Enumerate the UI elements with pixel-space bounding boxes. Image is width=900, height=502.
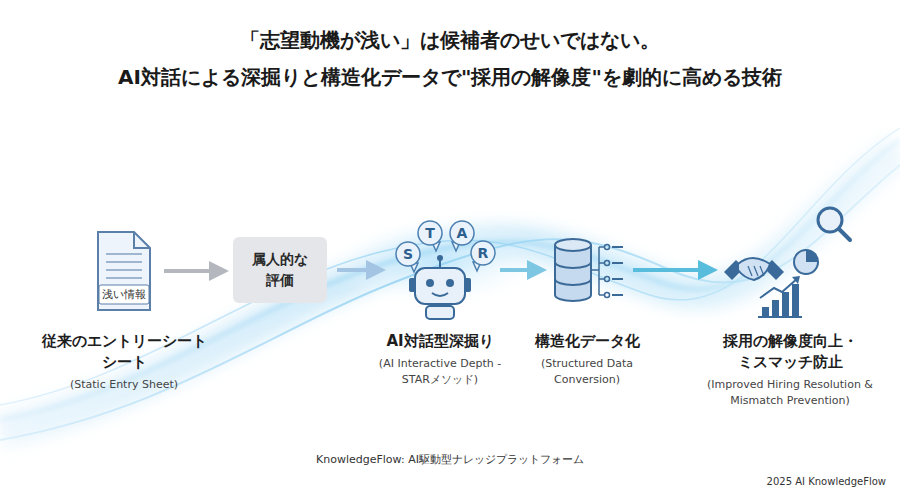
- copyright-text: 2025 AI KnowledgeFlow: [686, 475, 886, 489]
- stage-subtitle: (Improved Hiring Resolution & Mismatch P…: [695, 377, 885, 409]
- star-letter: S: [398, 244, 418, 264]
- box-text: 属人的な 評価: [240, 249, 320, 291]
- star-letter: T: [420, 223, 440, 243]
- doc-label: 浅い情報: [94, 287, 154, 302]
- database-icon-art: [551, 235, 623, 305]
- footer-text: KnowledgeFlow: AI駆動型ナレッジプラットフォーム: [240, 452, 660, 467]
- document-icon-shape: 浅い情報: [94, 230, 154, 312]
- flow-arrow: [337, 268, 380, 272]
- robot-icon-shape: [390, 218, 490, 322]
- robot-icon-art: [390, 218, 490, 322]
- flow-arrow: [633, 268, 712, 272]
- wave-line: [0, 140, 900, 420]
- stage-title: 構造化データ化: [507, 331, 667, 352]
- flow-arrow: [164, 269, 223, 273]
- flow-arrow: [500, 268, 541, 272]
- result-icon: 採用の解像度向上・ ミスマッチ防止 (Improved Hiring Resolu…: [695, 222, 885, 409]
- robot-icon: AI対話型深掘り (AI Interactive Depth - STARメソッド…: [350, 218, 530, 388]
- result-icon-art: [722, 222, 858, 318]
- stage-subtitle: (Structured Data Conversion): [532, 356, 642, 388]
- process-box: 属人的な 評価: [233, 237, 327, 303]
- wave-line: [0, 165, 900, 440]
- database-icon-shape: [551, 235, 623, 305]
- document-icon: 浅い情報従来のエントリーシート シート (Static Entry Sheet): [32, 230, 217, 393]
- wave-glow: [0, 150, 900, 430]
- stage-title: 採用の解像度向上・ ミスマッチ防止: [695, 331, 885, 373]
- stage-subtitle: (AI Interactive Depth - STARメソッド): [360, 356, 520, 388]
- title-text: 「志望動機が浅い」は候補者のせいではない。 AI対話による深掘りと構造化データで…: [60, 22, 840, 96]
- wave-line: [0, 128, 900, 405]
- star-letter: A: [452, 223, 472, 243]
- stage-subtitle: (Static Entry Sheet): [49, 377, 199, 393]
- database-icon: 構造化データ化 (Structured Data Conversion): [507, 235, 667, 388]
- result-icon-shape: [722, 222, 858, 318]
- stage-title: AI対話型深掘り: [350, 331, 530, 352]
- star-letter: R: [473, 243, 493, 263]
- stage-title: 従来のエントリーシート シート: [32, 331, 217, 373]
- process-box-shape: 属人的な 評価: [233, 237, 327, 303]
